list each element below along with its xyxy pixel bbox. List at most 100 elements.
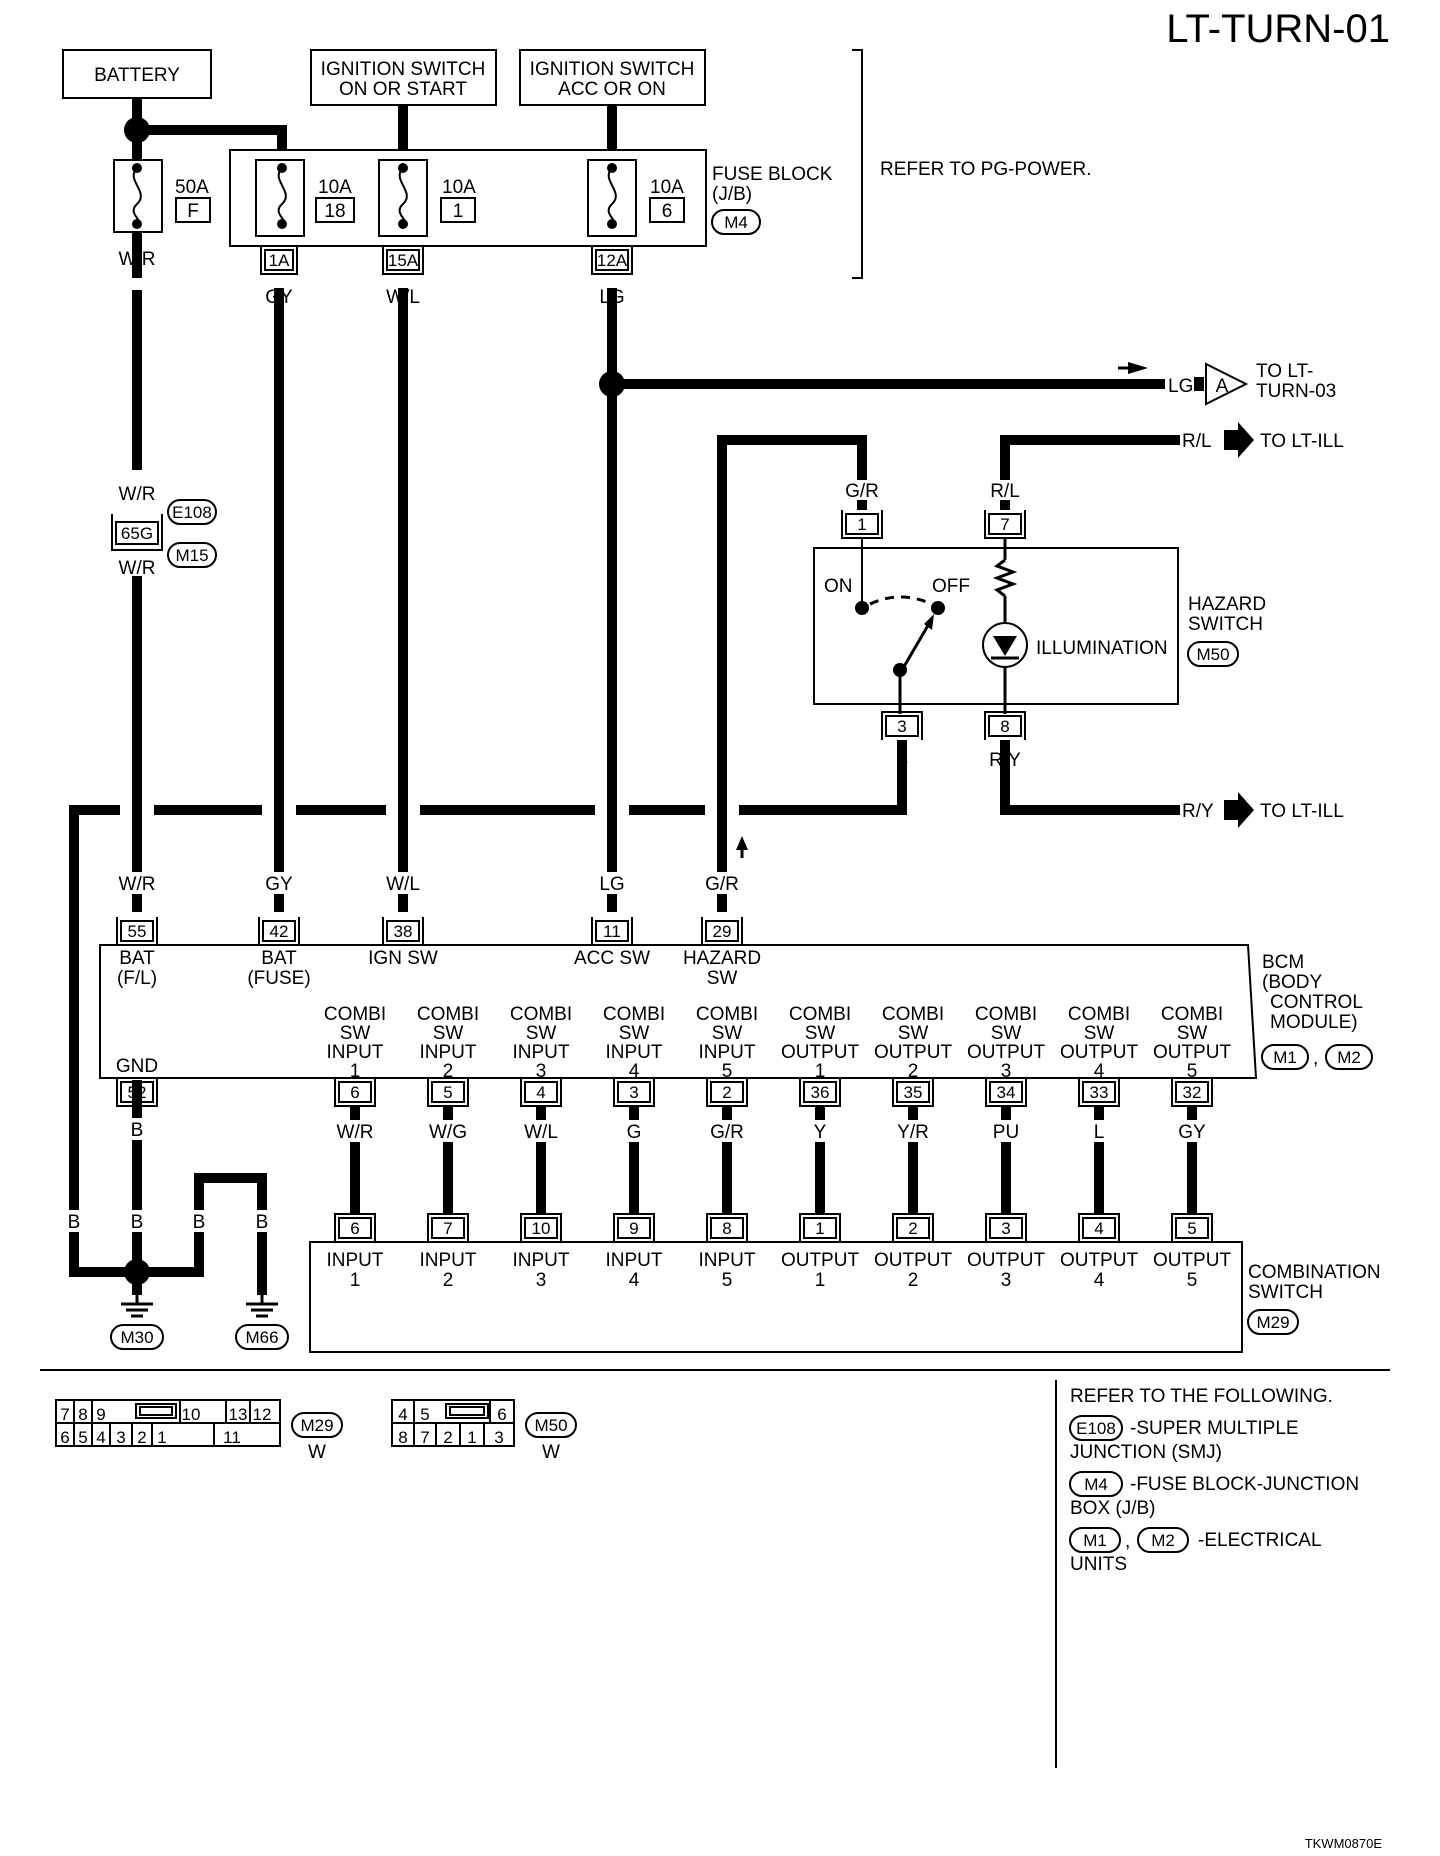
combi-pin-3: 3 [985,1213,1027,1242]
ground-m66: M66 [235,1295,289,1350]
legend-m4-text-1: -FUSE BLOCK-JUNCTION [1130,1474,1359,1495]
hazard-conn-m50: M50 [1196,645,1229,664]
legend-m2-conn: M2 [1151,1531,1175,1550]
ground-wire-labels: B B B B [62,1210,274,1233]
combi-pin-8: 8 [706,1213,748,1242]
hazard-name-2: SWITCH [1188,614,1263,635]
bcm-bottom-label-6: SW [340,1023,371,1044]
junction-wire-lower: W/R [119,558,156,579]
bcm-bottom-label-6: 1 [350,1061,361,1082]
lt-turn03-reference: LG A TO LT- TURN-03 [1118,361,1336,406]
bcm-pin-6: 6 [334,1078,376,1107]
bcm-bottom-label-33: SW [1084,1023,1115,1044]
bcm-bottom-label-32: OUTPUT [1153,1042,1232,1063]
bcm-pin-42-number: 42 [270,922,289,941]
combi-label-10: 3 [536,1270,547,1291]
bcm-pin-32: 32 [1171,1078,1213,1107]
bcm-bottom-label-36: 1 [815,1061,826,1082]
m50-cavity-bottom-3: 1 [467,1428,476,1447]
combi-pin-5-number: 5 [1187,1219,1196,1238]
bcm-pin-42: 42 [258,917,300,946]
m29-cavity-top-1: 8 [78,1405,87,1424]
bcm-bottom-label-34: COMBI [975,1004,1037,1025]
ry-ref-wire: R/Y [1182,801,1214,822]
bcm-bottom-pins: COMBISWINPUT16W/RCOMBISWINPUT25W/GCOMBIS… [324,1004,1232,1214]
m29-cavity-top-3: 10 [182,1405,201,1424]
bcm-module: BCM (BODY CONTROL MODULE) M1 , M2 GND [99,944,1373,1079]
bcm-pin-29: 29 [701,917,743,946]
m29-view-conn: M29 [300,1416,333,1435]
bcm-pin-11: 11 [591,917,633,946]
hazard-rl-wire: R/L [990,481,1020,502]
bcm-name-2: (BODY [1262,972,1323,993]
legend-m4-conn: M4 [1084,1475,1108,1494]
hazard-name-1: HAZARD [1188,594,1266,615]
bcm-bottom-label-4: INPUT [513,1042,570,1063]
ignition-switch-acc-on-box: IGNITION SWITCH ACC OR ON [519,49,706,106]
combi-label-3: 3 [1001,1270,1012,1291]
combi-label-6: 1 [350,1270,361,1291]
bcm-pin-5-number: 5 [443,1083,452,1102]
combi-label-4: OUTPUT [1060,1250,1139,1271]
hazard-pin-7: 7 [1000,515,1009,534]
combi-wire-G/R: G/R [710,1122,744,1143]
bcm-name-3: CONTROL [1270,992,1363,1013]
crossing-gaps [120,790,739,830]
bcm-top-label-29: SW [707,968,738,989]
bcm-pin-2: 2 [706,1078,748,1107]
signal-direction-arrow [736,836,748,858]
m29-cavity-bottom-5: 1 [157,1428,166,1447]
combi-label-6: INPUT [327,1250,384,1271]
m50-cavity-bottom-4: 3 [494,1428,503,1447]
image-code: TKWM0870E [1305,1836,1383,1851]
fuse-18-amps: 10A [318,177,352,198]
bcm-bottom-label-6: COMBI [324,1004,386,1025]
fuse-6-amps: 10A [650,177,684,198]
lt-turn03-line1: TO LT- [1256,361,1313,382]
bcm-pin-34-number: 34 [997,1083,1016,1102]
ground-b-3: B [193,1212,206,1233]
bcm-pin-38: 38 [382,917,424,946]
bcm-pin-55: 55 [116,917,158,946]
combi-pin-8-number: 8 [722,1219,731,1238]
bcm-top-wire-55: W/R [119,874,156,895]
hazard-pin-8: 8 [1000,717,1009,736]
bcm-top-label-55: BAT [119,948,155,969]
bcm-bottom-label-35: SW [898,1023,929,1044]
combi-pin-2: 2 [892,1213,934,1242]
battery-fuse-id: F [187,201,199,222]
bcm-pin-55-number: 55 [128,922,147,941]
m29-cavity-bottom-6: 11 [223,1428,241,1447]
lg-ref-wire: LG [1168,376,1193,397]
hazard-pin-1: 1 [857,515,866,534]
bcm-top-wire-42: GY [265,874,293,895]
lt-ill-text-2: TO LT-ILL [1260,801,1344,822]
bcm-top-label-38: IGN SW [368,948,438,969]
m50-view-conn: M50 [534,1416,567,1435]
m29-cavity-bottom-1: 5 [78,1428,87,1447]
bcm-bottom-label-5: SW [433,1023,464,1044]
fuse-block-label-2: (J/B) [712,184,752,205]
terminal-15a: 15A W/L [382,246,424,308]
bcm-bottom-label-4: SW [526,1023,557,1044]
bcm-conn-m1: M1 [1273,1048,1297,1067]
combi-label-5: OUTPUT [1153,1250,1232,1271]
combi-pin-5: 5 [1171,1213,1213,1242]
bcm-pin-29-number: 29 [713,922,732,941]
combi-label-10: INPUT [513,1250,570,1271]
m29-cavity-top-2: 9 [96,1405,105,1424]
gnd-wire-b: B [131,1120,144,1141]
combi-wire-W/G: W/G [429,1122,467,1143]
combi-pin-10: 10 [520,1213,562,1242]
legend-m1-conn: M1 [1083,1531,1107,1550]
bcm-bottom-label-36: SW [805,1023,836,1044]
junction-smj: W/R 65G W/R E108 M15 [110,470,217,579]
bcm-bottom-label-34: OUTPUT [967,1042,1046,1063]
bcm-bottom-label-33: COMBI [1068,1004,1130,1025]
junction-pin: 65G [121,524,153,543]
combi-label-2: OUTPUT [874,1250,953,1271]
bcm-pin-33-number: 33 [1090,1083,1109,1102]
combi-pin-10-number: 10 [532,1219,551,1238]
